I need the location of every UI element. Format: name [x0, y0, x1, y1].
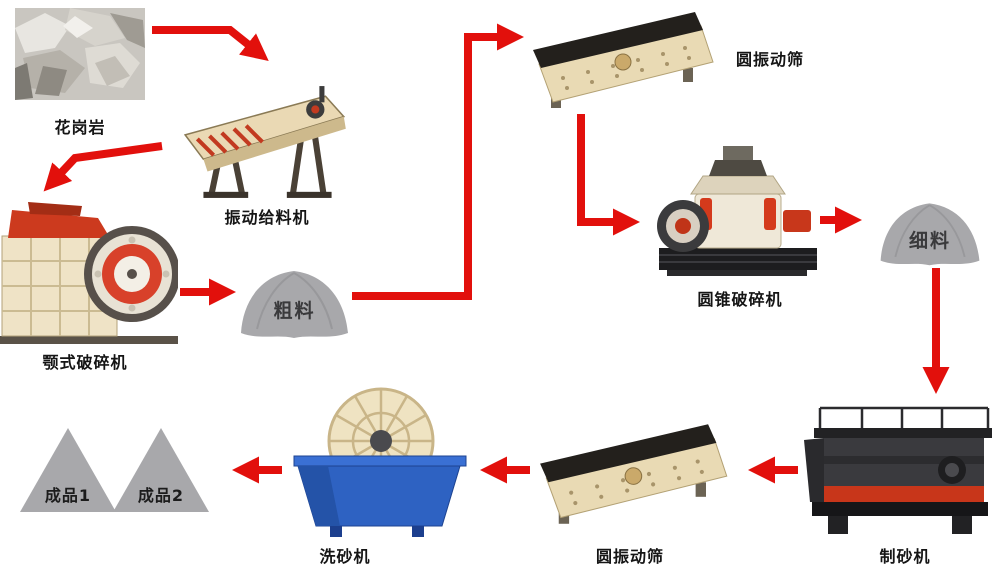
product-1-label: 成品1 [44, 486, 92, 505]
arrow-coarse-to-screen-top [352, 23, 524, 300]
sand-maker-label: 制砂机 [879, 547, 931, 566]
sand-washer-label: 洗砂机 [319, 547, 371, 566]
vibrating-feeder-machine [183, 82, 351, 202]
circular-vibrating-screen-bottom-machine [536, 418, 736, 530]
fine-material-label: 细料 [908, 230, 951, 253]
fine-pile-shape [880, 203, 980, 266]
cone-crusher-machine [653, 136, 823, 281]
coarse-material-pile: 粗料 [237, 263, 352, 341]
jaw-crusher-image [0, 202, 178, 344]
fine-material-pile: 细料 [876, 196, 984, 268]
product-2-triangle [113, 428, 209, 512]
granite-label: 花岗岩 [54, 118, 106, 137]
vibrating-feeder-label: 振动给料机 [224, 208, 310, 227]
vibrating-screen-bottom-label: 圆振动筛 [595, 547, 664, 566]
coarse-material-label: 粗料 [273, 299, 316, 322]
cone-crusher-label: 圆锥破碎机 [697, 290, 783, 309]
sand-washer-image [293, 387, 467, 537]
vibrating-screen-image [540, 424, 728, 524]
sand-washing-machine [286, 384, 471, 539]
jaw-crusher-machine [0, 196, 178, 346]
product-1-pile: 成品1 [20, 426, 116, 514]
granite-rock-image [15, 8, 145, 100]
arrow-granite-to-feeder [152, 26, 269, 61]
sand-making-machine [802, 400, 997, 540]
arrow-feeder-to-jaw [43, 142, 163, 192]
vibrating-screen-top-label: 圆振动筛 [736, 50, 805, 69]
arrow-screen-top-to-cone [577, 114, 640, 236]
granite-photo [15, 8, 145, 100]
product-2-pile: 成品2 [113, 426, 209, 514]
product-2-label: 成品2 [137, 486, 185, 505]
coarse-pile-shape [241, 271, 348, 338]
cone-crusher-image [657, 146, 817, 276]
vibrating-feeder-image [183, 86, 346, 198]
sand-maker-image [804, 406, 992, 534]
vibrating-screen-image [533, 12, 714, 108]
product-1-triangle [20, 428, 116, 512]
circular-vibrating-screen-top-machine [533, 6, 718, 114]
jaw-crusher-label: 颚式破碎机 [42, 353, 128, 372]
